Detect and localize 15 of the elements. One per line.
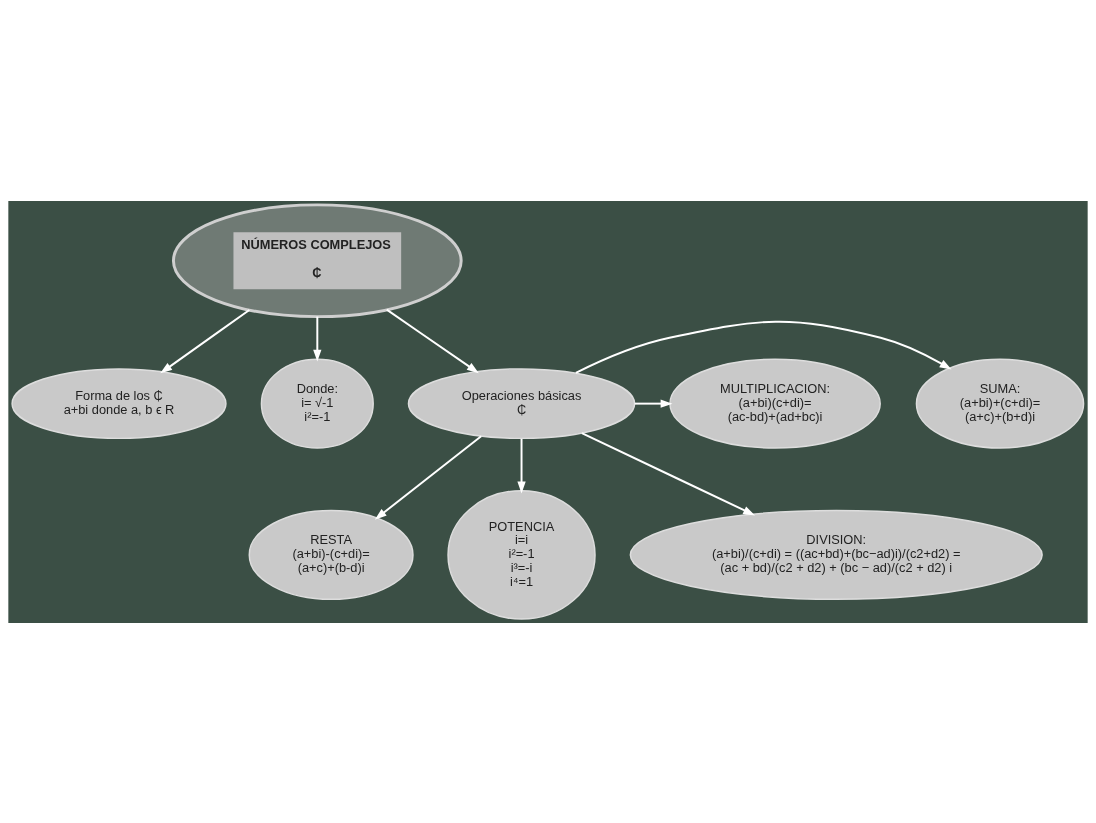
arrow xyxy=(580,431,756,515)
arrow xyxy=(385,308,479,373)
node-ellipse: DIVISION: (a+bi)/(c+di) = ((ac+bd)+(bc−ad)i)/(c2+d2) = (ac + bd)/(c2 + d2) + (bc − ad)/(c2 + d2) i xyxy=(629,509,1043,600)
arrow xyxy=(313,315,322,362)
arrow xyxy=(574,320,952,374)
arrow xyxy=(517,437,526,493)
arrow xyxy=(160,308,251,373)
node-ellipse: POTENCIA i=i i²=-1 i³=-i i⁴=1 xyxy=(447,489,596,620)
node-ellipse: NÚMEROS COMPLEJOS ₵ xyxy=(171,202,463,318)
node-ellipse: Operaciones básicas ₵ xyxy=(407,367,636,439)
node-ellipse: Forma de los ₵ a+bi donde a, b ϵ R xyxy=(11,367,227,439)
node-ellipse: Donde: i= √-1 i²=-1 xyxy=(260,358,374,449)
arrow xyxy=(633,399,673,408)
node-ellipse: MULTIPLICACION: (a+bi)(c+di)= (ac-bd)+(ad+bc)i xyxy=(669,358,881,449)
arrow xyxy=(374,434,483,520)
